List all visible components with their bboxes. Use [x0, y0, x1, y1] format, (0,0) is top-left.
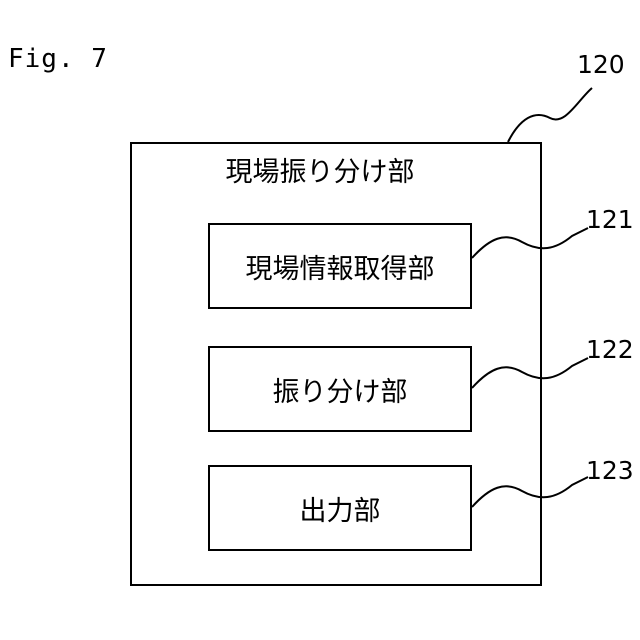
sub-block-2: 振り分け部 — [208, 346, 472, 432]
sub-block-3: 出力部 — [208, 465, 472, 551]
sub-block-1-label: 現場情報取得部 — [246, 247, 435, 286]
main-block-title: 現場振り分け部 — [0, 150, 640, 189]
sub-block-1: 現場情報取得部 — [208, 223, 472, 309]
sub-block-2-label: 振り分け部 — [273, 370, 408, 409]
sub-block-3-label: 出力部 — [300, 489, 381, 528]
main-block-leader-line — [508, 88, 592, 142]
